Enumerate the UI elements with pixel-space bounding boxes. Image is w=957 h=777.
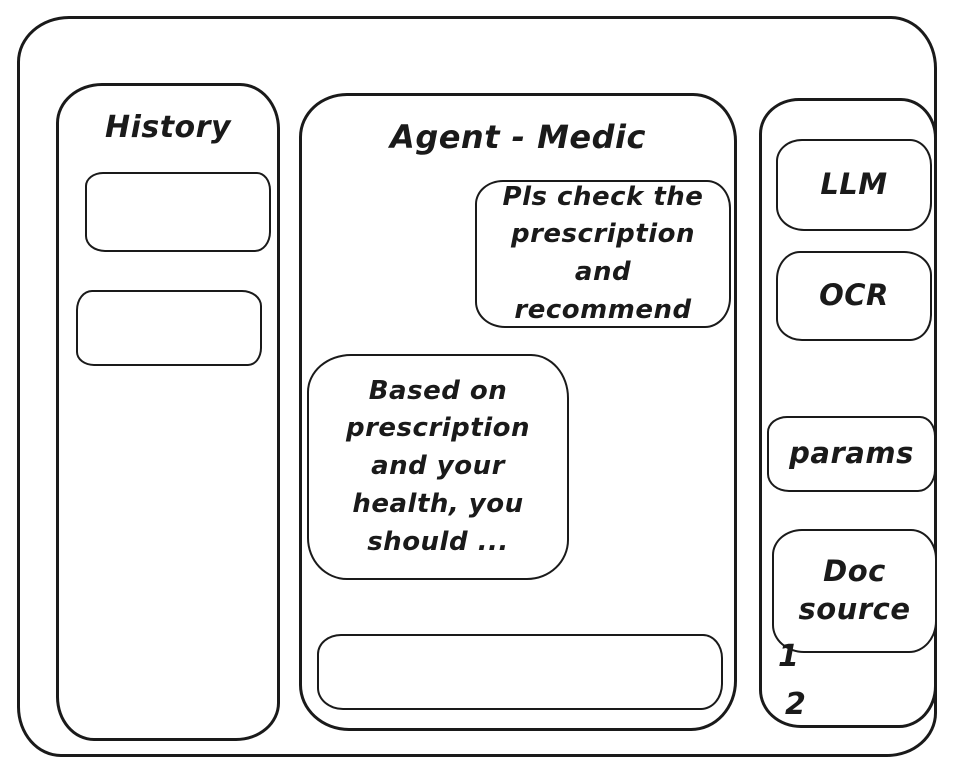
llm-button[interactable]: LLM <box>776 139 932 231</box>
history-item[interactable] <box>85 172 271 252</box>
tools-sidebar: LLM OCR params Doc source 1 2 <box>759 98 937 728</box>
history-title: History <box>104 110 232 145</box>
ocr-button[interactable]: OCR <box>776 251 932 341</box>
assistant-message-bubble: Based on prescription and your health, y… <box>307 354 569 580</box>
annotation-number-2: 2 <box>785 687 806 722</box>
chat-title: Agent - Medic <box>390 118 646 156</box>
annotation-number-1: 1 <box>778 639 799 674</box>
app-window-frame: History Agent - Medic Pls check the pres… <box>17 16 937 757</box>
user-message-bubble: Pls check the prescription and recommend <box>475 180 731 328</box>
params-button[interactable]: params <box>767 416 936 492</box>
history-sidebar: History <box>56 83 280 741</box>
history-item[interactable] <box>76 290 262 366</box>
chat-panel: Agent - Medic Pls check the prescription… <box>299 93 737 731</box>
doc-source-button[interactable]: Doc source <box>772 529 937 653</box>
chat-input[interactable] <box>317 634 723 710</box>
